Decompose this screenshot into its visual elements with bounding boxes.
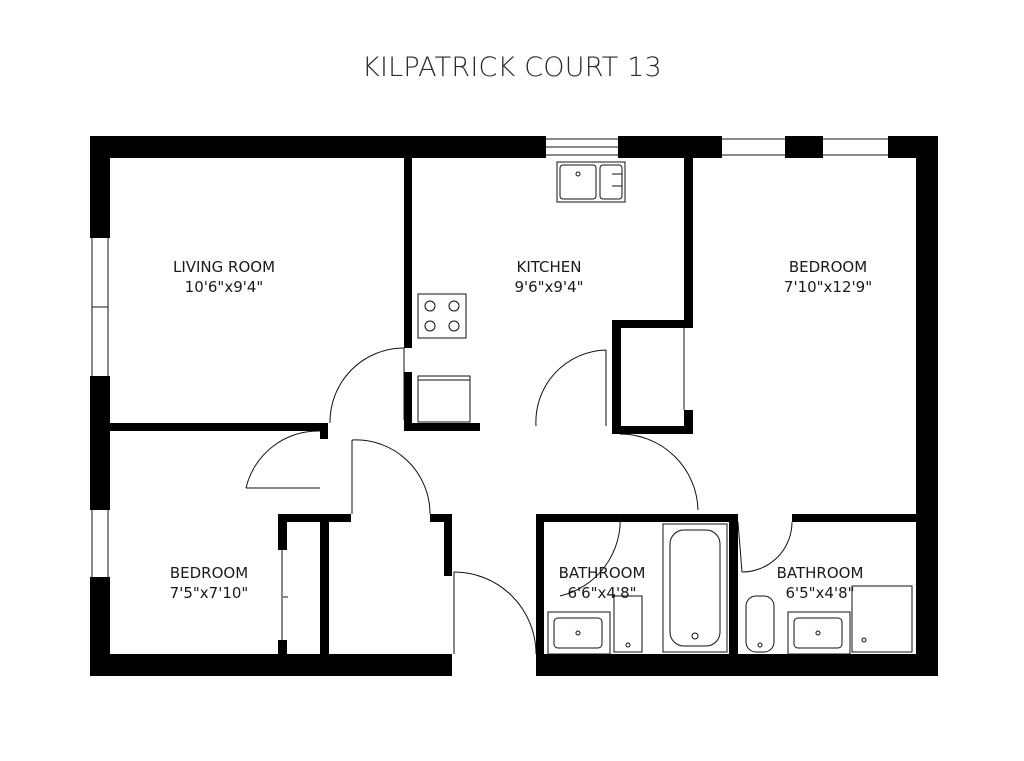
- room-dimensions: 7'10"x12'9": [783, 278, 873, 296]
- room-label-bathroom-1: BATHROOM 6'6"x4'8": [559, 563, 646, 603]
- room-dimensions: 7'5"x7'10": [169, 584, 249, 602]
- interior-walls: [110, 158, 916, 654]
- shower-icon: [851, 585, 913, 653]
- room-name: BEDROOM: [169, 564, 249, 582]
- room-name: BATHROOM: [558, 564, 646, 582]
- room-label-kitchen: KITCHEN 9'6"x9'4": [514, 257, 583, 297]
- exterior-walls: [90, 136, 938, 676]
- fixtures: [417, 161, 913, 655]
- room-name: LIVING ROOM: [172, 258, 276, 276]
- cooktop-icon: [417, 293, 467, 339]
- toilet-icon: [613, 595, 643, 653]
- room-dimensions: 9'6"x9'4": [514, 278, 584, 296]
- room-label-bedroom-1: BEDROOM 7'10"x12'9": [784, 257, 872, 297]
- bathroom-sink-icon: [547, 611, 611, 655]
- bathroom-sink-icon: [787, 611, 851, 655]
- room-name: BEDROOM: [788, 258, 868, 276]
- room-label-living-room: LIVING ROOM 10'6"x9'4": [173, 257, 275, 297]
- room-label-bathroom-2: BATHROOM 6'5"x4'8": [777, 563, 864, 603]
- windows: [91, 138, 888, 577]
- room-name: BATHROOM: [776, 564, 864, 582]
- kitchen-sink-icon: [556, 161, 626, 203]
- door-swings: [245, 328, 793, 655]
- room-name: KITCHEN: [516, 258, 582, 276]
- refrigerator-icon: [417, 375, 471, 423]
- bathtub-icon: [662, 523, 728, 653]
- toilet-icon: [745, 595, 775, 653]
- room-dimensions: 6'5"x4'8": [785, 584, 855, 602]
- room-dimensions: 10'6"x9'4": [184, 278, 264, 296]
- room-dimensions: 6'6"x4'8": [567, 584, 637, 602]
- plan-title: KILPATRICK COURT 13: [362, 52, 662, 83]
- room-label-bedroom-2: BEDROOM 7'5"x7'10": [170, 563, 249, 603]
